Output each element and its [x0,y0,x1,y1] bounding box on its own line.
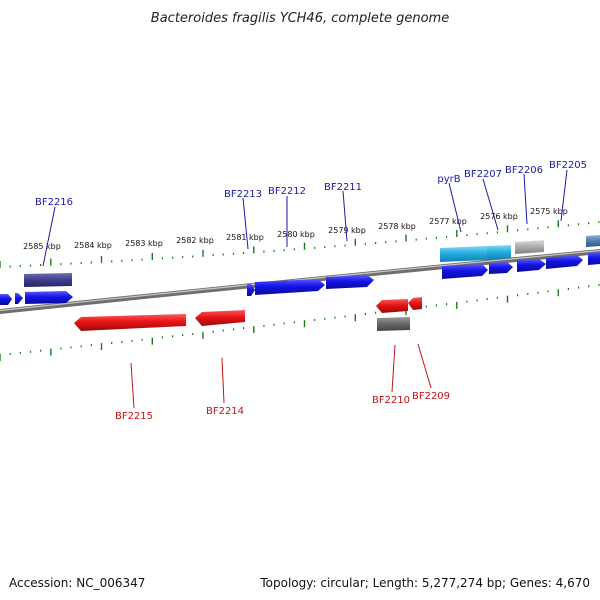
gene-arrow[interactable] [0,294,12,305]
callout-line [448,182,462,233]
accession-text: Accession: NC_006347 [9,576,146,590]
callout-line [560,169,568,222]
tick-label-2581: 2581 kbp [226,233,264,242]
reverse-strand-genes [74,297,422,331]
gene-arrow-bf2216-region[interactable] [25,291,73,304]
rna-box-bf2207[interactable] [487,245,511,260]
gene-arrow-bf2212[interactable] [255,279,325,295]
gene-arrow-bf2205[interactable] [546,255,583,269]
gene-arrow-bf2211[interactable] [326,275,374,289]
gene-arrow[interactable] [15,293,23,304]
gene-box-bf2216[interactable] [24,273,72,287]
tick-label-2579: 2579 kbp [328,226,366,235]
callout-line [130,362,135,409]
gene-arrow-edge[interactable] [588,252,600,265]
callout-line [391,344,396,393]
gene-label-bf2213[interactable]: BF2213 [224,189,262,200]
gene-label-bf2215[interactable]: BF2215 [115,411,153,422]
gene-label-bf2205[interactable]: BF2205 [549,160,587,171]
tick-label-2578: 2578 kbp [378,222,416,231]
gene-label-bf2211[interactable]: BF2211 [324,182,362,193]
rna-box-pyrb[interactable] [440,246,487,262]
callout-line [242,197,249,250]
tick-label-2580: 2580 kbp [277,230,315,239]
callout-line [42,206,56,267]
tick-label-2577: 2577 kbp [429,217,467,226]
gene-label-bf2216[interactable]: BF2216 [35,197,73,208]
tick-label-2583: 2583 kbp [125,239,163,248]
map-title: Bacteroides fragilis YCH46, complete gen… [151,11,449,26]
gene-arrow-bf2210[interactable] [376,299,408,313]
tick-label-2576: 2576 kbp [480,212,518,221]
tick-label-2582: 2582 kbp [176,236,214,245]
gene-arrow-pyrb[interactable] [442,264,488,279]
gene-arrow-bf2214[interactable] [195,310,245,326]
genome-backbone-highlight [0,249,600,312]
forward-tick-track [0,220,600,268]
gene-box-edge[interactable] [586,235,600,247]
reverse-gene-labels: BF2215 BF2214 BF2210 BF2209 [115,343,450,422]
topology-text: Topology: circular; Length: 5,277,274 bp… [260,576,590,590]
gene-label-bf2212[interactable]: BF2212 [268,186,306,197]
callout-line [221,357,225,404]
pseudo-box-bf2206[interactable] [515,240,544,254]
tick-label-2584: 2584 kbp [74,241,112,250]
callout-line [482,178,499,231]
gene-label-bf2214[interactable]: BF2214 [206,406,244,417]
tick-label-2575: 2575 kbp [530,207,568,216]
kbp-scale: 2585 kbp 2584 kbp 2583 kbp 2582 kbp 2581… [23,207,568,251]
callout-line [523,173,528,225]
callout-line [417,343,432,389]
gene-arrow-bf2209[interactable] [408,297,422,310]
tick-label-2585: 2585 kbp [23,242,61,251]
gene-arrow-bf2207[interactable] [489,262,513,274]
forward-strand-genes [0,235,600,305]
gene-arrow-bf2215[interactable] [74,314,186,331]
gene-label-pyrb[interactable]: pyrB [437,174,460,185]
gene-label-bf2206[interactable]: BF2206 [505,165,543,176]
gene-label-bf2210[interactable]: BF2210 [372,395,410,406]
gene-label-bf2207[interactable]: BF2207 [464,169,502,180]
forward-gene-labels: BF2216 BF2213 BF2212 BF2211 pyrB BF2207 … [35,160,587,267]
gene-label-bf2209[interactable]: BF2209 [412,391,450,402]
callout-line [342,190,348,242]
gene-arrow-bf2206[interactable] [517,259,546,272]
gene-box-bf2210[interactable] [377,317,410,331]
gene-arrow-bf2213[interactable] [247,284,255,296]
